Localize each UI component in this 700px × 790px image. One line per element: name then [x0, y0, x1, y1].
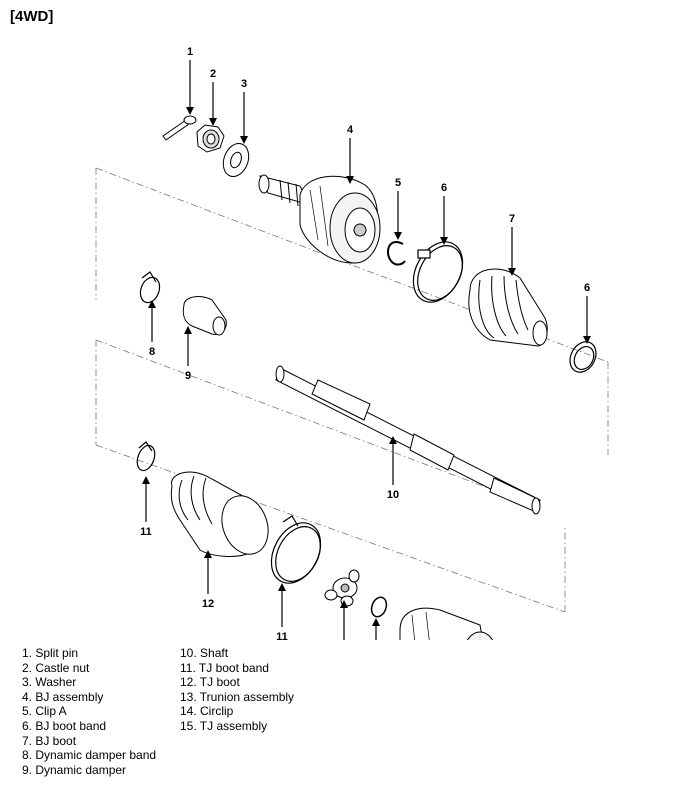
legend-item: 7. BJ boot: [22, 733, 77, 748]
callout-11a: 11: [140, 526, 152, 538]
parts-legend-right: 10. Shaft 11. TJ boot band 12. TJ boot 1…: [180, 646, 294, 734]
legend-item: 12. TJ boot: [180, 675, 240, 690]
diagram-title: [4WD]: [10, 8, 54, 25]
legend-item: 1. Split pin: [22, 646, 79, 660]
split-pin-part: [162, 115, 197, 141]
callout-12: 12: [202, 598, 214, 610]
legend-item: 4. BJ assembly: [22, 689, 104, 704]
dynamic-damper-part: [182, 296, 227, 336]
legend-item: 8. Dynamic damper band: [22, 748, 157, 763]
legend-item: 6. BJ boot band: [22, 718, 107, 733]
bj-boot-part: [468, 268, 548, 347]
legend-item: 9. Dynamic damper: [22, 762, 127, 777]
legend-item: 10. Shaft: [180, 646, 229, 660]
legend-item: 14. Circlip: [180, 704, 234, 719]
circlip-part: [370, 596, 388, 618]
legend-item: 15. TJ assembly: [180, 718, 268, 733]
dynamic-damper-band-part: [139, 271, 161, 304]
legend-item: 13. Trunion assembly: [180, 689, 295, 704]
callout-11b: 11: [276, 631, 288, 640]
callout-3: 3: [241, 78, 247, 90]
callout-arrows: [142, 60, 591, 640]
legend-item: 2. Castle nut: [22, 660, 90, 675]
callout-6a: 6: [441, 182, 447, 194]
callout-7: 7: [509, 213, 515, 225]
exploded-view-diagram: 1 2 3 4 5 6 7 6 8 9 10 11 12 11 13 14 15: [95, 46, 609, 640]
washer-part: [222, 143, 250, 177]
callout-4: 4: [347, 124, 354, 136]
shaft-part: [275, 365, 541, 515]
callout-6b: 6: [584, 282, 590, 294]
callout-1: 1: [187, 46, 193, 58]
callout-10: 10: [387, 489, 399, 501]
legend-item: 11. TJ boot band: [180, 660, 269, 675]
tj-boot-part: [170, 471, 269, 557]
bj-assembly-part: [258, 174, 381, 264]
castle-nut-part: [196, 124, 225, 153]
tj-boot-band-right-part: [270, 515, 322, 584]
clip-a-part: [387, 241, 406, 266]
callout-2: 2: [210, 68, 216, 80]
bj-boot-band-right-part: [569, 341, 597, 373]
legend-item: 3. Washer: [22, 675, 77, 690]
legend-item: 5. Clip A: [22, 704, 67, 719]
callout-9: 9: [185, 370, 191, 382]
tj-assembly-part: [399, 607, 494, 640]
tj-boot-band-part: [136, 441, 156, 472]
trunion-assembly-part: [324, 569, 360, 607]
callout-5: 5: [395, 177, 401, 189]
callout-8: 8: [149, 346, 155, 358]
parts-legend-left: 1. Split pin 2. Castle nut 3. Washer 4. …: [22, 646, 156, 777]
bj-boot-band-part: [412, 241, 464, 303]
